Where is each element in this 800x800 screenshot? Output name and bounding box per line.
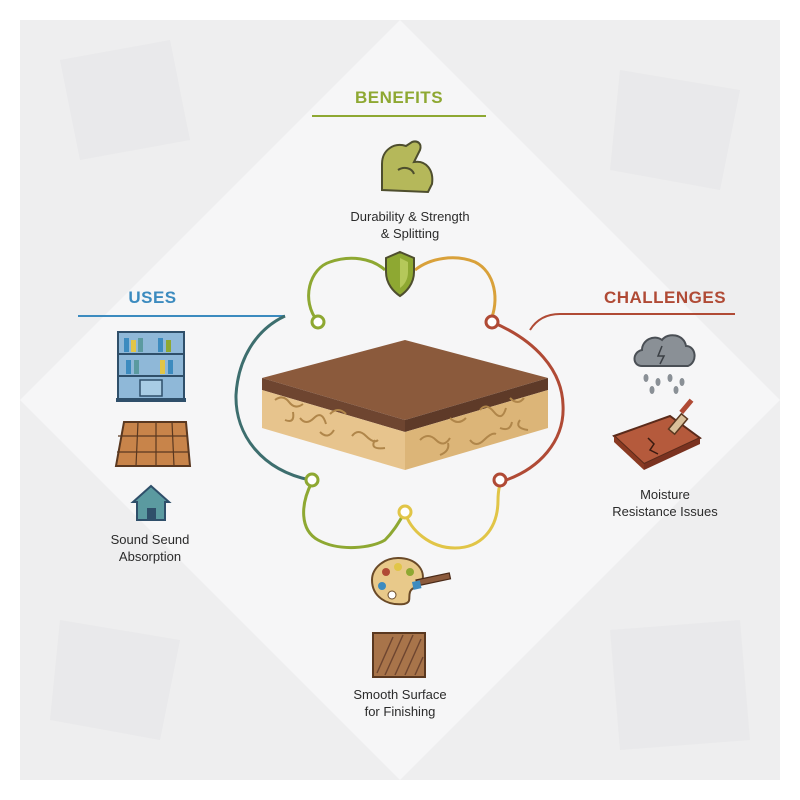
durability-caption: Durability & Strength & Splitting <box>320 208 500 242</box>
node-bottom-center <box>397 504 413 520</box>
smooth-caption-line2: for Finishing <box>364 704 436 719</box>
parquet-floor-icon <box>114 421 192 467</box>
benefits-right-curve <box>414 256 497 323</box>
paint-palette-icon <box>370 556 452 606</box>
moisture-caption-line1: Moisture <box>640 487 690 502</box>
fiberboard-panel-illustration <box>262 340 548 470</box>
bottom-right-curve <box>403 481 502 550</box>
sound-caption-line1: Sound Seund <box>110 532 190 547</box>
sound-caption-line2: Absorption <box>118 549 182 564</box>
uses-title: USES <box>128 288 177 307</box>
uses-curve <box>234 314 311 482</box>
bottom-left-curve <box>302 481 407 550</box>
benefits-left-curve <box>307 256 387 323</box>
shield-icon <box>385 250 415 298</box>
smooth-caption-line1: Smooth Surface <box>353 687 447 702</box>
challenges-curve <box>491 320 565 484</box>
wood-sample-icon <box>372 632 426 678</box>
moisture-caption-line2: Resistance Issues <box>612 504 718 519</box>
challenges-underline <box>529 313 735 331</box>
arm-muscle-icon <box>381 140 434 194</box>
damaged-board-icon <box>612 398 702 470</box>
house-icon <box>130 484 172 521</box>
rain-cloud-icon <box>633 334 696 394</box>
durability-caption-line1: Durability & Strength <box>350 209 470 224</box>
bookshelf-icon <box>116 331 186 402</box>
node-top-right <box>484 314 500 330</box>
node-bottom-left <box>304 472 320 488</box>
benefits-title: BENEFITS <box>354 88 444 107</box>
smooth-surface-caption: Smooth Surface for Finishing <box>330 686 470 720</box>
moisture-caption: Moisture Resistance Issues <box>595 486 735 520</box>
challenges-title: CHALLENGES <box>603 288 727 307</box>
node-bottom-right <box>492 472 508 488</box>
durability-caption-line2: & Splitting <box>380 226 440 241</box>
node-top-left <box>310 314 326 330</box>
sound-absorption-caption: Sound Seund Absorption <box>90 531 210 565</box>
